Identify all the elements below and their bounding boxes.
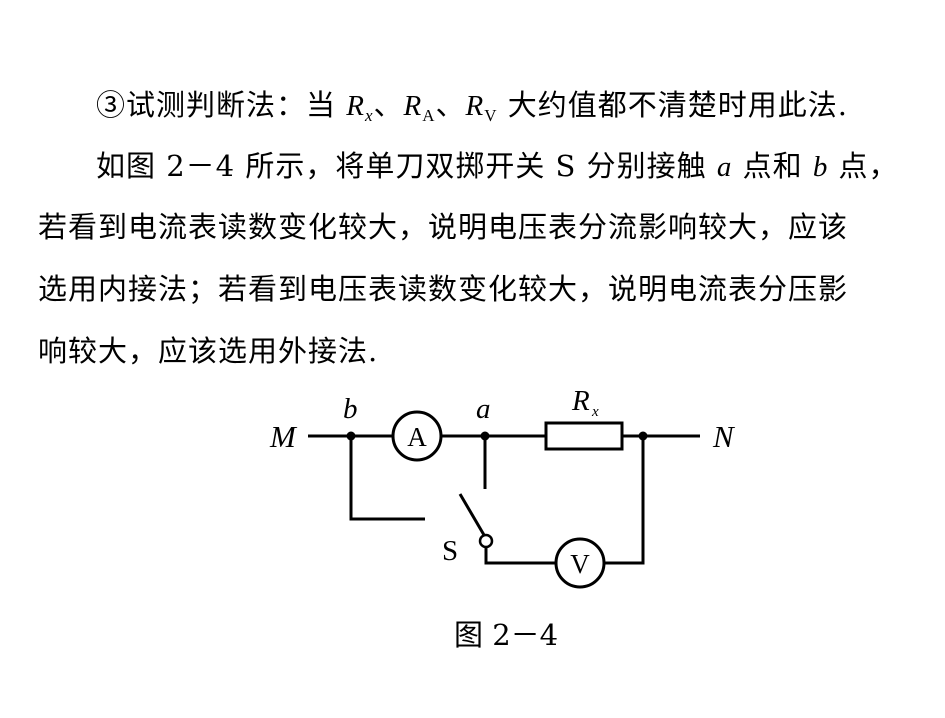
paragraph-line-1: ③试测判断法：当 Rx、RA、RV 大约值都不清楚时用此法.: [96, 82, 848, 126]
junction-b: [346, 431, 356, 441]
line2-suffix: 点，: [828, 149, 899, 183]
switch-label: S: [442, 535, 458, 567]
line1-suffix: 大约值都不清楚时用此法.: [497, 88, 848, 122]
figure-caption: 图 2－4: [454, 618, 559, 652]
point-b-text: b: [812, 151, 829, 183]
resistor-symbol-ra: R: [403, 90, 423, 122]
wire-switch-to-voltmeter: [484, 547, 555, 565]
label-rx: R: [571, 385, 590, 417]
paragraph-line-3: 若看到电流表读数变化较大，说明电压表分流影响较大，应该: [38, 210, 849, 244]
paragraph-line-5: 响较大，应该选用外接法.: [38, 334, 379, 368]
resistor-symbol-rx: R: [346, 90, 365, 122]
line2-prefix: 如图 2－4 所示，将单刀双掷开关 S 分别接触: [96, 149, 717, 183]
junction-right: [638, 431, 648, 441]
subscript-a: A: [422, 106, 436, 125]
switch-pivot: [478, 533, 494, 549]
line2-mid: 点和: [732, 149, 813, 183]
resistor-rect: [544, 421, 624, 451]
separator-2: 、: [435, 88, 466, 122]
paragraph-line-2: 如图 2－4 所示，将单刀双掷开关 S 分别接触 a 点和 b 点，: [96, 143, 899, 185]
junction-a: [480, 431, 490, 441]
separator-1: 、: [373, 88, 404, 122]
wire-b-branch: [349, 436, 425, 521]
label-n: N: [712, 419, 736, 454]
subscript-x: x: [364, 106, 374, 125]
resistor-symbol-rv: R: [465, 90, 485, 122]
label-rx-sub: x: [591, 404, 599, 420]
label-a: a: [476, 393, 491, 425]
ammeter-label: A: [407, 422, 427, 452]
point-a-text: a: [716, 151, 733, 183]
label-b: b: [343, 393, 358, 425]
label-m: M: [269, 419, 298, 454]
line1-prefix: ③试测判断法：当: [96, 88, 347, 122]
wire-voltmeter-to-node: [604, 436, 645, 565]
subscript-v: V: [484, 106, 498, 125]
switch-blade: [458, 493, 486, 536]
voltmeter-label: V: [570, 549, 590, 579]
paragraph-line-4: 选用内接法；若看到电压表读数变化较大，说明电流表分压影: [38, 272, 849, 306]
